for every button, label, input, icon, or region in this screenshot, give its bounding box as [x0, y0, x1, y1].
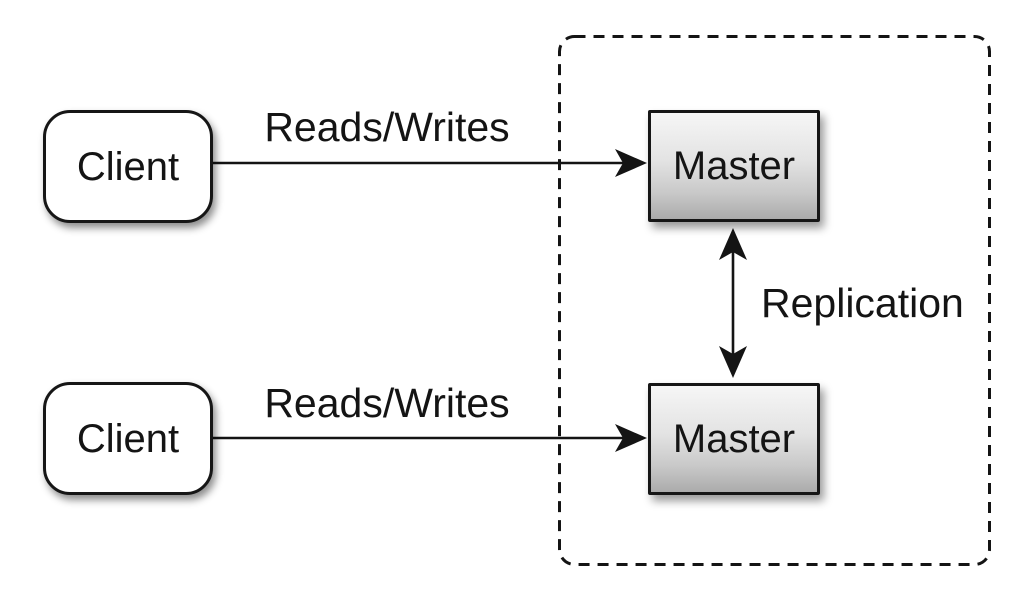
client-node-top: Client [43, 110, 213, 223]
replication-label: Replication [761, 280, 964, 326]
reads-writes-arrow-bottom-head [615, 424, 647, 452]
reads-writes-arrow-top-head [615, 149, 647, 177]
client-node-top-label: Client [76, 144, 180, 189]
replication-arrow [719, 228, 747, 378]
replication-arrow-head-up [719, 228, 747, 260]
reads-writes-label-bottom: Reads/Writes [264, 380, 510, 426]
client-node-bottom-label: Client [76, 416, 180, 461]
reads-writes-arrow-top [213, 149, 647, 177]
client-node-bottom: Client [43, 382, 213, 495]
replication-arrow-head-down [719, 346, 747, 378]
replication-group-boundary [558, 35, 991, 566]
master-node-top: Master [648, 110, 820, 222]
master-node-top-label: Master [672, 144, 796, 188]
master-node-bottom-label: Master [672, 417, 796, 461]
reads-writes-label-top: Reads/Writes [264, 104, 510, 150]
reads-writes-arrow-bottom [213, 424, 647, 452]
master-node-bottom: Master [648, 383, 820, 495]
